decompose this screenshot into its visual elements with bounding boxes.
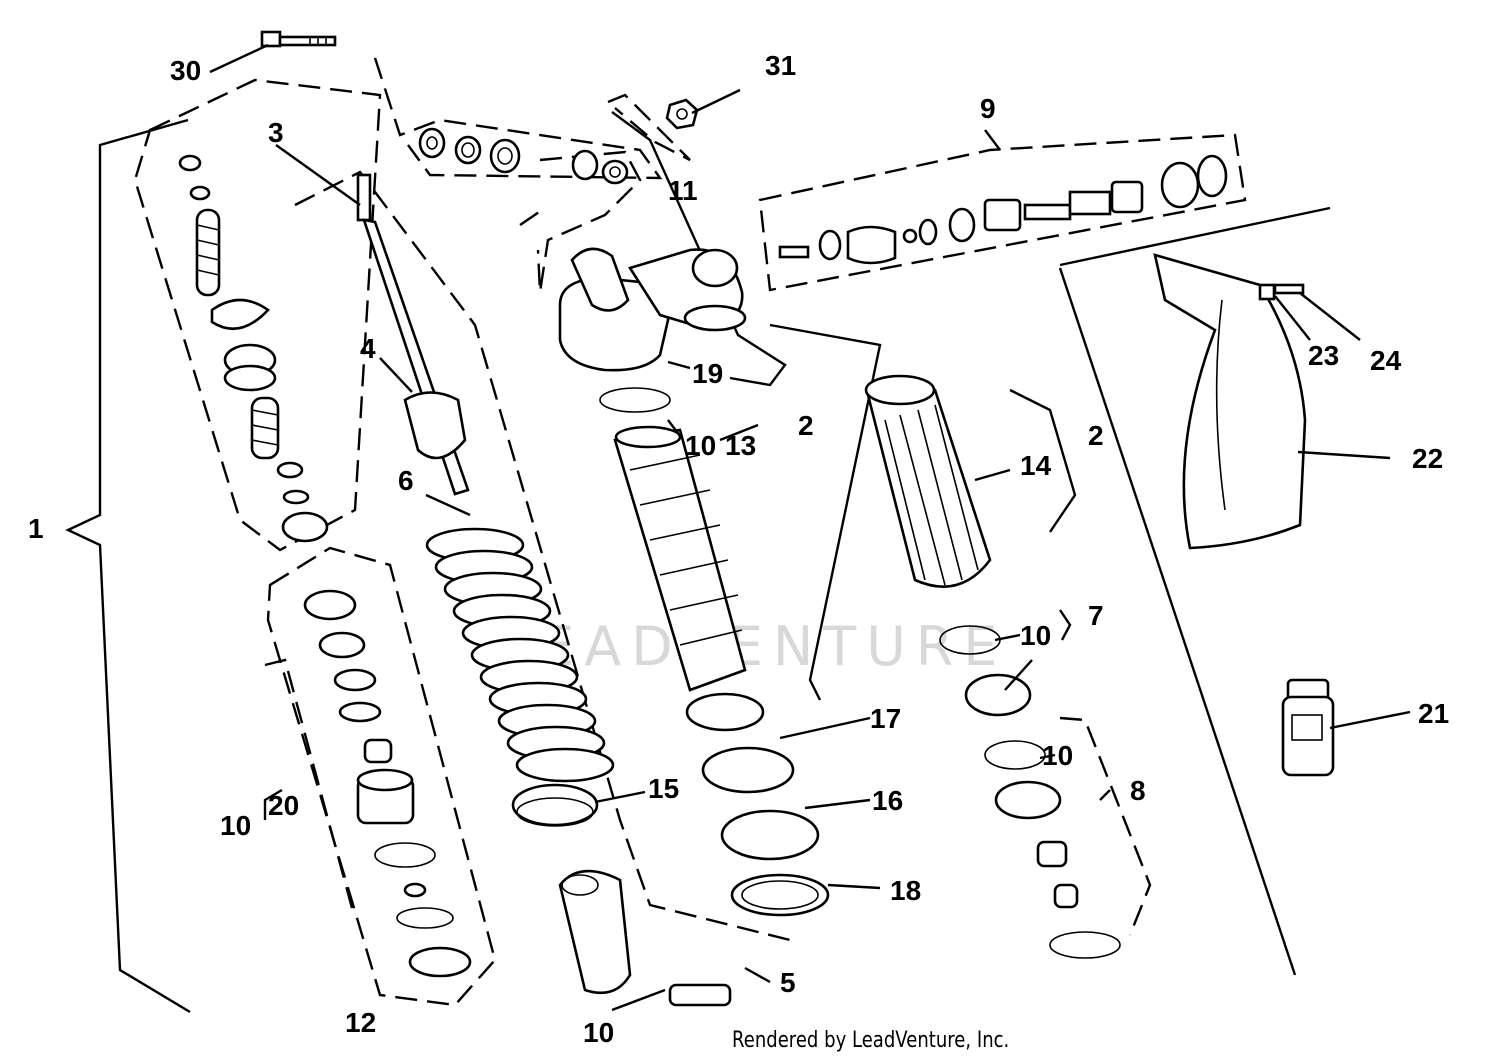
callout-11: 11 — [668, 175, 698, 206]
reservoir-cap-parts — [939, 625, 1121, 959]
callout-30: 30 — [170, 55, 201, 86]
upper-valve-stack — [178, 154, 329, 543]
reservoir-14 — [864, 374, 992, 588]
callout-3: 3 — [268, 117, 284, 148]
watermark-text: LEADVENTURE — [500, 615, 1007, 678]
bolt-30 — [260, 30, 337, 48]
callout-24: 24 — [1370, 345, 1402, 376]
callout-19: 19 — [692, 358, 723, 389]
group-upper-valve — [133, 78, 382, 552]
divider-diagonal — [1058, 267, 1297, 976]
group-19-bracket — [611, 111, 787, 387]
callout-12: 12 — [345, 1007, 376, 1038]
group-rod — [294, 170, 791, 942]
callout-labels: 1 2 2 3 4 5 6 7 8 9 10 10 10 10 10 11 12… — [28, 50, 1449, 1048]
top-bushing-washers — [418, 127, 629, 185]
callout-8: 8 — [1130, 775, 1146, 806]
spring-coil — [515, 747, 615, 783]
reservoir-head-19 — [558, 247, 747, 372]
callout-14: 14 — [1020, 450, 1052, 481]
callout-2-a: 2 — [798, 410, 814, 441]
callout-10-d: 10 — [220, 810, 251, 841]
group-12 — [266, 546, 497, 1007]
leader-lines — [209, 43, 1411, 1012]
group-20-bracket — [264, 658, 354, 909]
callout-21: 21 — [1418, 698, 1449, 729]
callout-10-a: 10 — [685, 430, 716, 461]
valve-parts-9 — [778, 154, 1228, 265]
callout-9: 9 — [980, 93, 996, 124]
spring-6 — [425, 527, 615, 783]
callout-23: 23 — [1308, 340, 1339, 371]
lower-valve-stack — [303, 589, 472, 978]
group-30 — [373, 57, 663, 180]
callout-10-b: 10 — [1020, 620, 1051, 651]
bumper-4 — [403, 391, 467, 460]
callout-16: 16 — [872, 785, 903, 816]
callout-20: 20 — [268, 790, 299, 821]
callout-6: 6 — [398, 465, 414, 496]
bolt-23-24 — [1258, 283, 1305, 301]
group-9 — [758, 133, 1247, 292]
shock-body-13 — [599, 387, 747, 692]
callout-7: 7 — [1088, 600, 1104, 631]
divider-top — [1059, 206, 1331, 267]
bracket-1 — [65, 118, 191, 1014]
locknut-stack — [685, 692, 830, 917]
spring-seat-15 — [511, 783, 599, 827]
group-8 — [1059, 716, 1152, 936]
callout-31: 31 — [765, 50, 796, 81]
callout-13: 13 — [725, 430, 756, 461]
callout-17: 17 — [870, 703, 901, 734]
group-boundaries — [65, 57, 1331, 1014]
callout-10-e: 10 — [583, 1017, 614, 1048]
callout-5: 5 — [780, 967, 796, 998]
nut-31 — [665, 98, 699, 130]
callout-4: 4 — [360, 333, 376, 364]
oil-bottle-21 — [1281, 678, 1335, 777]
callout-1: 1 — [28, 513, 44, 544]
callout-2-b: 2 — [1088, 420, 1104, 451]
clevis-5 — [558, 869, 732, 1007]
bracket-2-b — [1009, 388, 1077, 533]
callout-15: 15 — [648, 773, 679, 804]
footer-credit: Rendered by LeadVenture, Inc. — [732, 1028, 1010, 1053]
group-11 — [536, 150, 642, 293]
callout-10-c: 10 — [1042, 740, 1073, 771]
group-19-top — [607, 93, 691, 162]
callout-22: 22 — [1412, 443, 1443, 474]
callout-18: 18 — [890, 875, 921, 906]
mud-guard-22 — [1153, 253, 1307, 550]
group-rod-top — [519, 209, 543, 226]
bracket-2-a — [769, 323, 882, 701]
